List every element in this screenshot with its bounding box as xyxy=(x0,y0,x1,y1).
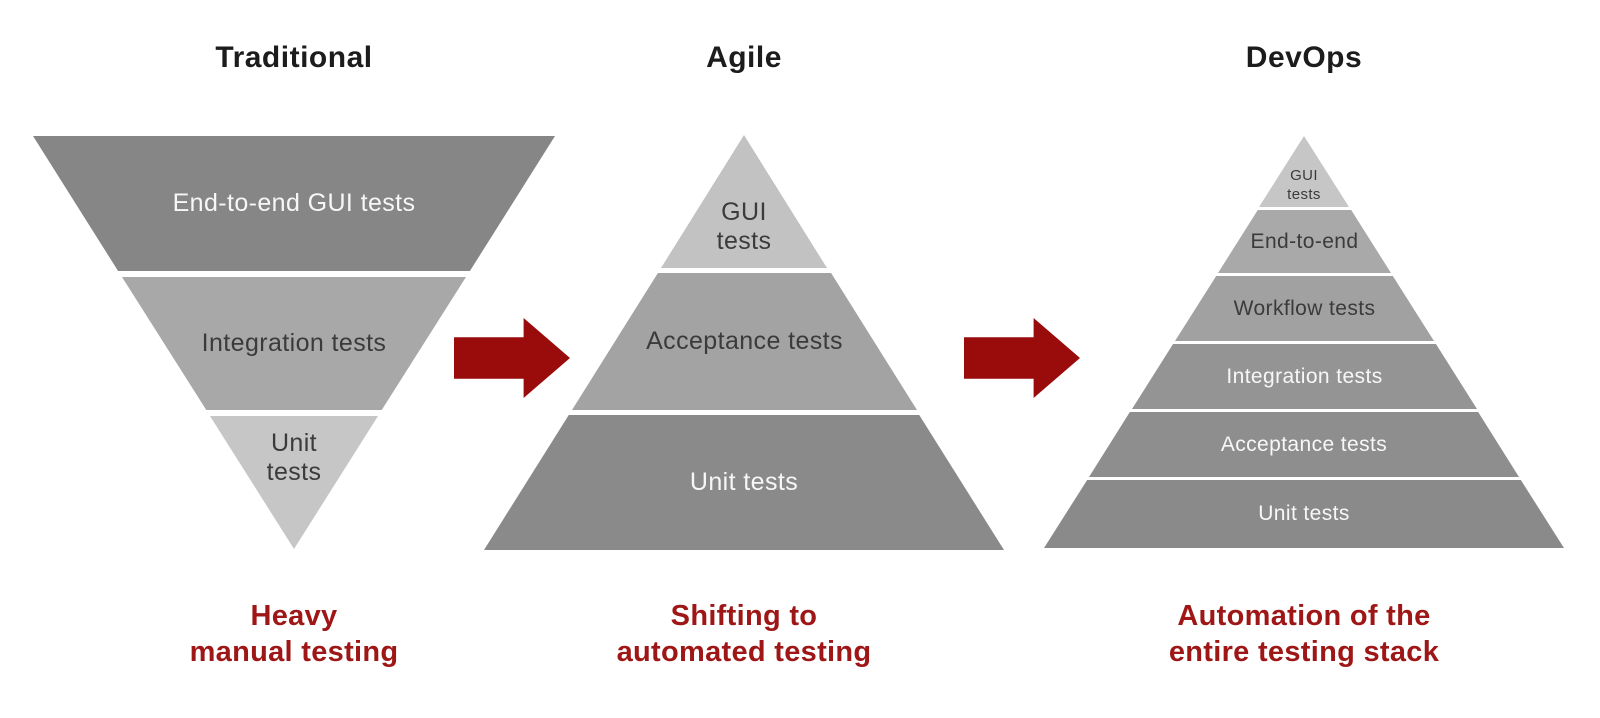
band-label: Integration tests xyxy=(1226,364,1383,388)
agile-level-acceptance-tests: Acceptance tests xyxy=(572,273,917,410)
right-arrow-icon xyxy=(964,318,1080,398)
traditional-level-end-to-end-gui-tests: End-to-end GUI tests xyxy=(33,136,555,271)
caption-devops: Automation of the entire testing stack xyxy=(1044,598,1564,670)
devops-level-gui-tests: GUI tests xyxy=(1259,136,1349,207)
caption-line-2: manual testing xyxy=(189,636,399,668)
band-label-line-2: tests xyxy=(1287,185,1321,203)
band-label-line-1: Unit xyxy=(270,428,318,457)
traditional-level-integration-tests: Integration tests xyxy=(122,277,466,410)
band-label: Acceptance tests xyxy=(646,327,843,355)
caption-line-2: automated testing xyxy=(616,636,872,668)
band-label: Unit tests xyxy=(1258,502,1350,525)
band-label-line-1: GUI xyxy=(721,197,767,226)
caption-line-2: entire testing stack xyxy=(1168,636,1440,668)
right-arrow-icon xyxy=(454,318,570,398)
caption-agile: Shifting to automated testing xyxy=(484,598,1004,670)
devops-level-unit-tests: Unit tests xyxy=(1044,480,1564,548)
traditional-level-unit-tests: Unit tests xyxy=(210,416,378,549)
band-label-line-1: GUI xyxy=(1290,166,1318,184)
column-title-agile: Agile xyxy=(706,41,782,74)
band-label-line-2: tests xyxy=(266,457,322,486)
band-label: End-to-end xyxy=(1250,229,1359,253)
band-label-line-2: tests xyxy=(716,226,772,255)
band-label: Unit tests xyxy=(689,468,799,496)
devops-level-integration-tests: Integration tests xyxy=(1132,344,1477,409)
caption-traditional: Heavy manual testing xyxy=(33,598,555,670)
caption-line-1: Automation of the xyxy=(1177,600,1431,632)
band-label: Workflow tests xyxy=(1233,296,1376,320)
band-label: Integration tests xyxy=(201,329,387,357)
devops-level-end-to-end: End-to-end xyxy=(1218,210,1391,273)
column-title-devops: DevOps xyxy=(1245,41,1363,74)
column-title-traditional: Traditional xyxy=(215,41,373,74)
band-label: GUI tests xyxy=(1287,166,1321,204)
devops-level-workflow-tests: Workflow tests xyxy=(1175,276,1434,341)
band-label: GUI tests xyxy=(717,198,772,256)
caption-line-1: Shifting to xyxy=(670,600,818,632)
agile-level-unit-tests: Unit tests xyxy=(484,415,1004,550)
agile-level-gui-tests: GUI tests xyxy=(661,135,827,268)
devops-level-acceptance-tests: Acceptance tests xyxy=(1089,412,1519,477)
band-label: End-to-end GUI tests xyxy=(172,189,416,217)
band-label: Acceptance tests xyxy=(1220,432,1388,456)
caption-line-1: Heavy xyxy=(250,600,338,632)
band-label: Unit tests xyxy=(267,429,322,487)
